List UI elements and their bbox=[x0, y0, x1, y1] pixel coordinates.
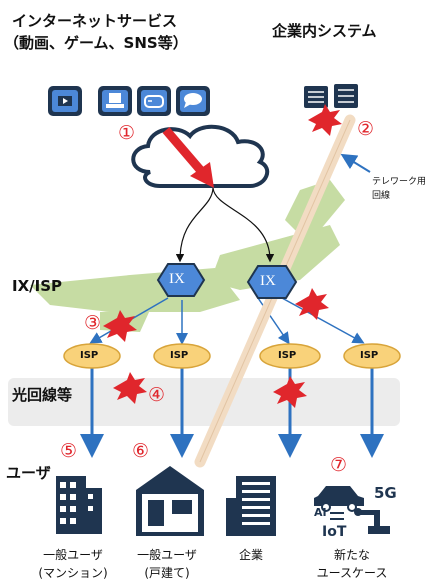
ix-node-left bbox=[156, 263, 206, 297]
ix-isp-label: IX/ISP bbox=[12, 277, 63, 295]
marker-4: ④ bbox=[148, 384, 166, 406]
marker-1: ① bbox=[118, 122, 136, 144]
isp-label-4: ISP bbox=[360, 350, 379, 361]
robot-arm-icon bbox=[354, 508, 390, 534]
attack-arrow bbox=[162, 127, 214, 188]
exchange-arrows-icon bbox=[330, 512, 344, 520]
fiber-band bbox=[8, 378, 400, 426]
explosion-icons bbox=[103, 104, 342, 408]
explosion-icon bbox=[295, 288, 329, 320]
users-label: ユーザ bbox=[6, 464, 51, 482]
chat-icon bbox=[176, 86, 210, 116]
marker-3: ③ bbox=[84, 312, 102, 334]
isp-label-2: ISP bbox=[170, 350, 189, 361]
caption-new-usecase: 新たな bbox=[333, 548, 370, 562]
internet-services-subtitle: （動画、ゲーム、SNS等） bbox=[4, 34, 188, 52]
caption-general-apartment: 一般ユーザ bbox=[43, 548, 103, 562]
server-icons bbox=[304, 84, 358, 108]
explosion-icon bbox=[113, 372, 147, 404]
badge-ai: AI bbox=[314, 506, 327, 519]
isp-label-1: ISP bbox=[80, 350, 99, 361]
telework-pointer bbox=[340, 153, 371, 173]
server-icon bbox=[304, 86, 328, 108]
ix-label-left: IX bbox=[169, 271, 185, 287]
isp-label-3: ISP bbox=[278, 350, 297, 361]
fiber-line-label: 光回線等 bbox=[12, 386, 73, 404]
server-icon bbox=[334, 84, 358, 108]
caption-general-apartment-sub: (マンション) bbox=[38, 566, 108, 580]
isp-user-links bbox=[80, 368, 384, 458]
explosion-icon bbox=[308, 104, 342, 136]
telework-label-2: 回線 bbox=[372, 191, 391, 201]
caption-general-house: 一般ユーザ bbox=[137, 548, 197, 562]
enterprise-system-title: 企業内システム bbox=[272, 22, 377, 40]
house-icon bbox=[136, 466, 204, 536]
telework-label: テレワーク用 bbox=[372, 177, 427, 187]
isp-nodes bbox=[63, 343, 401, 369]
ix-label-right: IX bbox=[260, 273, 276, 289]
video-icon bbox=[48, 86, 82, 116]
cloud-icon bbox=[131, 124, 270, 188]
cloud-ix-links bbox=[175, 187, 275, 263]
marker-7: ⑦ bbox=[330, 454, 348, 476]
japan-map bbox=[30, 180, 345, 332]
internet-services-title: インターネットサービス bbox=[12, 12, 178, 30]
ix-node-right bbox=[246, 265, 298, 299]
badge-5g: 5G bbox=[374, 484, 397, 502]
marker-6: ⑥ bbox=[132, 440, 150, 462]
explosion-icon bbox=[273, 376, 307, 408]
caption-enterprise: 企業 bbox=[238, 548, 263, 562]
caption-general-house-sub: (戸建て) bbox=[144, 566, 190, 580]
badge-iot: IoT bbox=[322, 524, 347, 540]
caption-new-usecase-sub: ユースケース bbox=[316, 566, 388, 580]
marker-2: ② bbox=[357, 118, 375, 140]
explosion-icon bbox=[103, 310, 137, 342]
apartment-building-icon bbox=[56, 476, 102, 534]
gamepad-icon bbox=[137, 86, 171, 116]
car-icon bbox=[314, 486, 364, 512]
marker-5: ⑤ bbox=[60, 440, 78, 462]
person-icon bbox=[98, 86, 132, 116]
office-building-icon bbox=[226, 476, 276, 536]
service-icons bbox=[48, 86, 210, 116]
